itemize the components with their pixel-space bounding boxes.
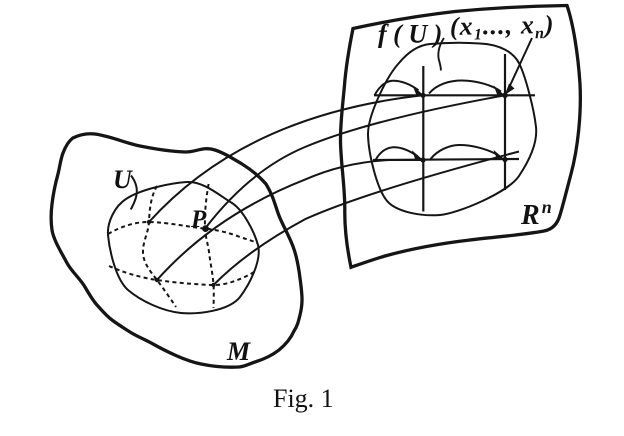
svg-text:P: P (190, 206, 207, 233)
svg-text:Rn: Rn (520, 197, 552, 231)
svg-text:M: M (226, 337, 251, 366)
svg-text:(x1..., xn): (x1..., xn) (450, 10, 555, 44)
svg-text:Fig. 1: Fig. 1 (273, 384, 334, 413)
svg-text:U: U (113, 165, 133, 194)
svg-text:f ( U ): f ( U ) (378, 20, 442, 49)
